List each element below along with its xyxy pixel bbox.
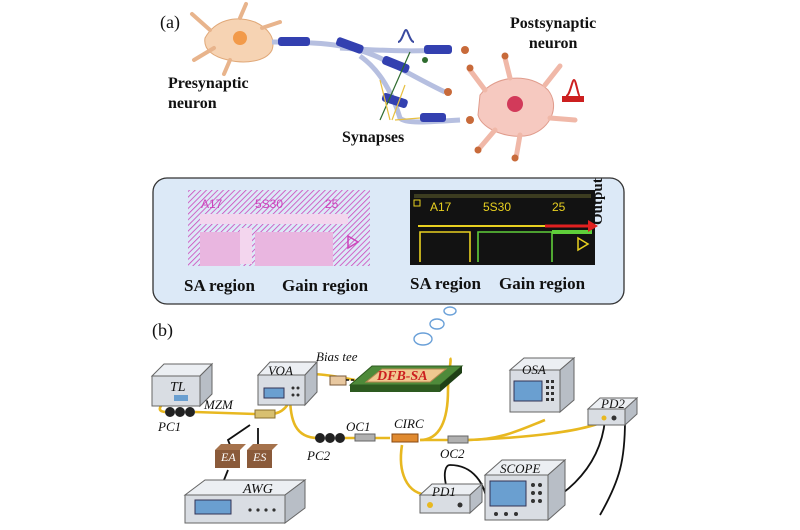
panel-a-label: (a) — [160, 12, 180, 32]
presynaptic-line-1: Presynaptic — [168, 75, 249, 92]
spike-icon-blue — [397, 28, 415, 43]
spike-icon-red — [562, 78, 584, 102]
chip-photo-right — [410, 190, 598, 265]
postsynaptic-label: Postsynaptic neuron — [510, 14, 596, 54]
osa-device-icon — [508, 356, 576, 414]
pd2-label: PD2 — [601, 396, 625, 411]
ea-amplifier-icon — [215, 444, 246, 468]
presynaptic-neuron-icon — [190, 2, 282, 76]
presynaptic-label: Presynaptic neuron — [168, 74, 249, 114]
dfb-sa-label: DFB-SA — [377, 369, 428, 384]
scope-label: SCOPE — [500, 461, 541, 476]
oc1-label: OC1 — [346, 419, 371, 434]
mzm-modulator-icon — [254, 409, 276, 419]
osa-label: OSA — [522, 362, 546, 377]
circ-label: CIRC — [394, 416, 424, 431]
axon-bundle-icon — [271, 37, 461, 125]
scope-device-icon — [483, 458, 567, 522]
pd1-device-icon — [418, 482, 484, 515]
gain-region-left-label: Gain region — [282, 276, 369, 295]
left-chip-code-b: 5S30 — [255, 197, 284, 211]
synapses-label: Synapses — [342, 129, 405, 146]
tl-label: TL — [170, 380, 186, 395]
synapse-lines — [379, 46, 474, 124]
postsynaptic-line-1: Postsynaptic — [510, 15, 597, 32]
left-chip-code-c: 25 — [325, 197, 339, 211]
gain-region-right-label: Gain region — [499, 274, 586, 293]
awg-label: AWG — [243, 482, 273, 497]
tl-device-icon — [150, 362, 214, 408]
thought-bubbles — [413, 306, 457, 346]
es-source-icon — [247, 444, 278, 468]
right-chip-code-b: 5S30 — [483, 200, 512, 214]
pd1-label: PD1 — [432, 484, 456, 499]
chip-layout-left — [188, 190, 370, 266]
bias-tee-label: Bias tee — [316, 349, 358, 364]
oc2-label: OC2 — [440, 446, 465, 461]
ea-label: EA — [221, 450, 236, 464]
left-chip-code-a: A17 — [201, 197, 223, 211]
output-label: Output — [590, 178, 606, 225]
sa-region-left-label: SA region — [184, 276, 256, 295]
presynaptic-line-2: neuron — [168, 95, 217, 112]
es-label: ES — [253, 450, 267, 464]
right-chip-code-c: 25 — [552, 200, 566, 214]
awg-device-icon — [183, 479, 307, 524]
voa-device-icon — [256, 360, 319, 407]
right-chip-code-a: A17 — [430, 200, 452, 214]
oc1-coupler-icon — [354, 433, 376, 442]
panel-b-label: (b) — [152, 320, 173, 340]
circ-circulator-icon — [391, 433, 419, 443]
oc2-coupler-icon — [447, 435, 469, 444]
pc1-paddles-icon — [165, 407, 195, 417]
postsynaptic-neuron-icon — [466, 52, 578, 162]
pc2-paddles-icon — [315, 433, 345, 443]
pd2-device-icon — [586, 396, 639, 427]
pc1-label: PC1 — [158, 419, 182, 434]
mzm-label: MZM — [204, 397, 233, 412]
postsynaptic-line-2: neuron — [528, 35, 578, 52]
dfb-sa-board-icon — [348, 365, 464, 392]
pc2-label: PC2 — [307, 448, 331, 463]
voa-label: VOA — [268, 363, 293, 378]
sa-region-right-label: SA region — [410, 274, 482, 293]
